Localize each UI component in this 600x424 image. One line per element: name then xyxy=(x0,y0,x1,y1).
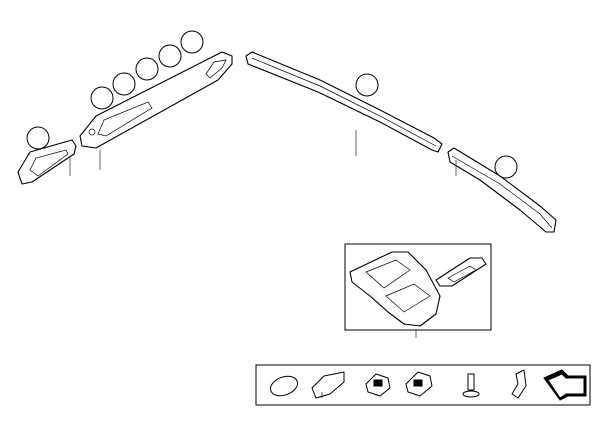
callout-5 xyxy=(158,44,182,68)
arrow-tool-icon xyxy=(543,369,587,401)
callout-4 xyxy=(135,57,159,81)
callout-6 xyxy=(180,30,204,54)
oval-clip-icon xyxy=(269,375,299,397)
callout-2 xyxy=(90,86,114,110)
rear-door-trim-strip xyxy=(447,147,557,233)
small-trim-strip xyxy=(17,139,77,185)
angled-bracket-icon xyxy=(311,371,345,399)
hardware-strip xyxy=(255,364,591,406)
dashboard-trim-strip xyxy=(79,51,233,170)
square-clip-icon xyxy=(365,373,391,397)
callout-8 xyxy=(494,155,518,179)
callout-group xyxy=(26,30,518,179)
callout-3 xyxy=(112,72,136,96)
center-console-trim xyxy=(349,251,441,327)
console-inset xyxy=(344,243,492,338)
small-cover-trim xyxy=(435,257,487,287)
long-door-trim-strip xyxy=(245,51,443,156)
spring-clip-icon xyxy=(511,369,527,399)
push-pin-icon xyxy=(462,373,480,398)
expanding-clip-icon xyxy=(405,371,433,397)
callout-7 xyxy=(355,73,379,97)
callout-1 xyxy=(26,126,50,150)
